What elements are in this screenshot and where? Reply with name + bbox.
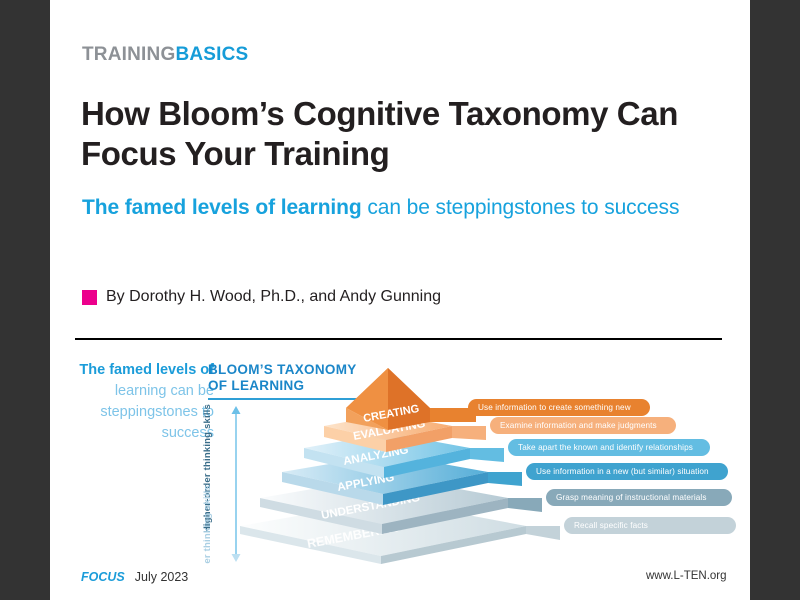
footer-date: July 2023 (134, 570, 189, 584)
callout-understanding: Grasp meaning of instructional materials (546, 489, 732, 506)
infographic-title-line1: BLOOM’S TAXONOMY (208, 362, 357, 377)
deck-bold-part: The famed levels of learning (82, 196, 362, 219)
kicker-basics: BASICS (175, 44, 249, 65)
footer-publication: FOCUS (81, 570, 125, 584)
page-footer-left: FOCUS July 2023 (81, 570, 188, 584)
section-kicker: TRAININGBASICS (82, 44, 248, 66)
article-byline: By Dorothy H. Wood, Ph.D., and Andy Gunn… (82, 288, 441, 306)
callout-creating-text: Use information to create something new (478, 403, 631, 412)
pyramid-diagram: REMEMBERING UNDERSTANDING APPLYING (240, 368, 526, 564)
callout-remembering: Recall specific facts (564, 517, 736, 534)
article-page: TRAININGBASICS How Bloom’s Cognitive Tax… (50, 0, 750, 600)
pull-quote-rest: learning can be steppingstones to succes… (100, 383, 214, 441)
callout-analyzing-text: Take apart the known and identify relati… (518, 443, 693, 452)
pull-quote-bold: The famed levels of (79, 362, 214, 378)
infographic-title-rule (208, 398, 358, 400)
callout-connectors (430, 408, 560, 540)
callout-understanding-text: Grasp meaning of instructional materials (556, 493, 707, 502)
infographic-title: BLOOM’S TAXONOMY OF LEARNING (208, 362, 357, 394)
frame-bar-left (0, 0, 50, 600)
article-deck: The famed levels of learning can be step… (82, 192, 712, 224)
article-headline: How Bloom’s Cognitive Taxonomy Can Focus… (81, 95, 678, 172)
axis-label-lower-order: Lower-order thinking skills (202, 485, 213, 564)
callout-applying: Use information in a new (but similar) s… (526, 463, 728, 480)
callout-applying-text: Use information in a new (but similar) s… (536, 467, 709, 476)
double-arrow-vertical-icon (231, 406, 241, 562)
byline-text: By Dorothy H. Wood, Ph.D., and Andy Gunn… (106, 288, 441, 305)
pyramid-tier-creating (346, 368, 430, 430)
frame-bar-right (750, 0, 800, 600)
infographic-pull-quote: The famed levels of learning can be step… (74, 360, 214, 444)
footer-website: www.L-TEN.org (646, 570, 727, 582)
callout-remembering-text: Recall specific facts (574, 521, 648, 530)
square-bullet-icon (82, 289, 97, 305)
horizontal-divider (75, 338, 722, 340)
callout-analyzing: Take apart the known and identify relati… (508, 439, 710, 456)
infographic-title-line2: OF LEARNING (208, 378, 305, 393)
deck-rest-part: can be steppingstones to success (361, 196, 680, 219)
callout-evaluating-text: Examine information and make judgments (500, 421, 657, 430)
blooms-taxonomy-infographic: The famed levels of learning can be step… (50, 352, 750, 564)
kicker-training: TRAINING (82, 44, 176, 65)
callout-creating: Use information to create something new (468, 399, 650, 416)
callout-evaluating: Examine information and make judgments (490, 417, 676, 434)
